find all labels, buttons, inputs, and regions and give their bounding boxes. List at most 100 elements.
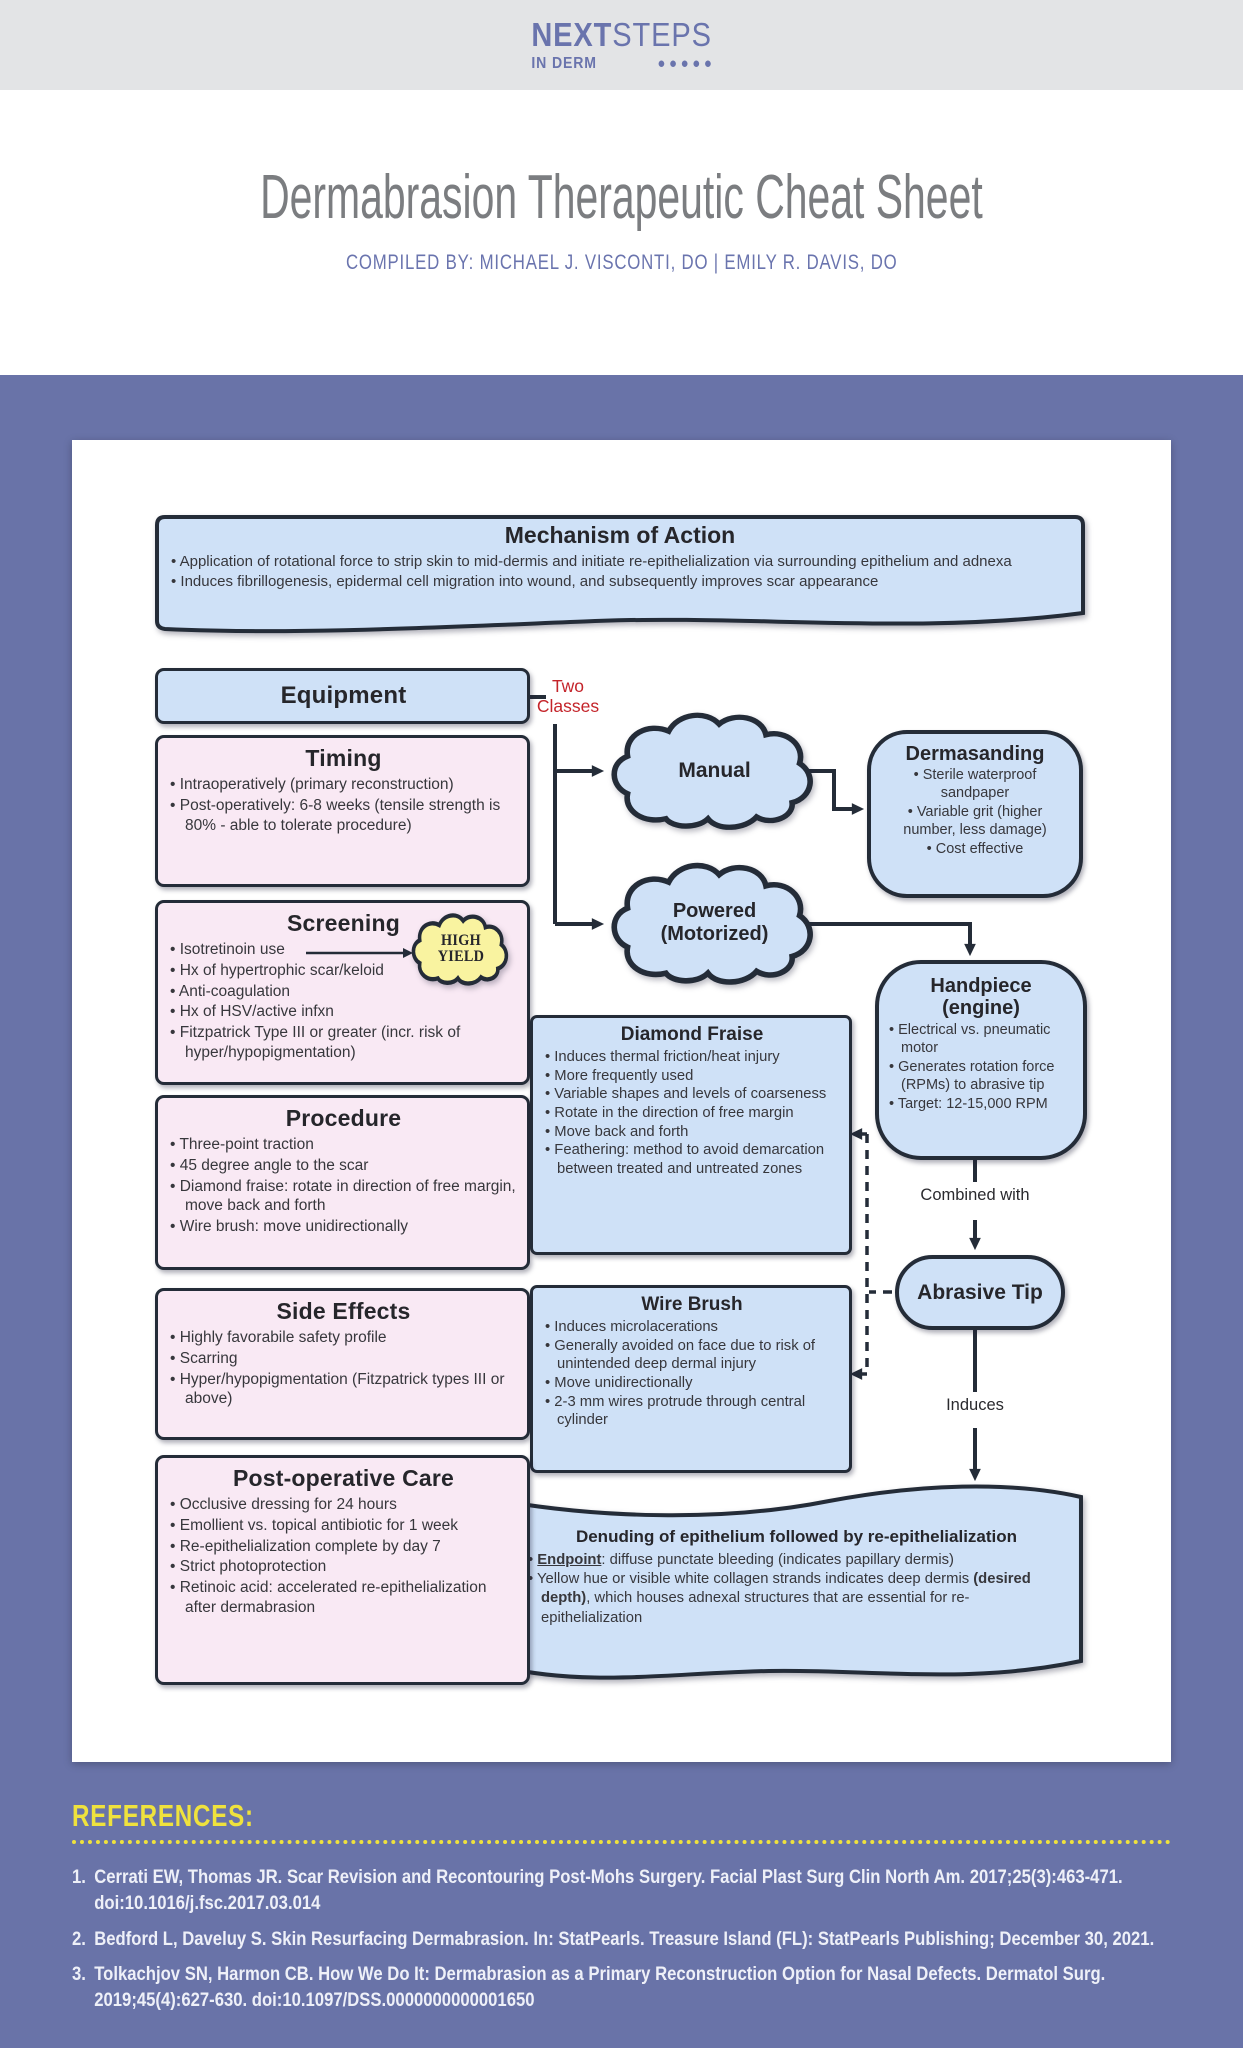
- diamond-fraise-title: Diamond Fraise: [620, 1024, 764, 1045]
- abrasive-tip-box: Abrasive Tip: [895, 1255, 1065, 1330]
- cloud-shape: [611, 712, 813, 830]
- procedure-box: Procedure Three-point traction 45 degree…: [155, 1095, 530, 1270]
- postop-bullets: Occlusive dressing for 24 hours Emollien…: [170, 1495, 517, 1618]
- bullet-item: Fitzpatrick Type III or greater (incr. r…: [170, 1023, 517, 1063]
- bullet-item: Hx of HSV/active infxn: [170, 1002, 517, 1022]
- reference-item: 3. Tolkachjov SN, Harmon CB. How We Do I…: [72, 1962, 1106, 2012]
- denuding-box: Denuding of epithelium followed by re-ep…: [498, 1475, 1085, 1690]
- page-title: Dermabrasion Therapeutic Cheat Sheet: [260, 163, 983, 232]
- timing-title: Timing: [305, 745, 382, 771]
- mechanism-bullets: Application of rotational force to strip…: [171, 552, 1069, 591]
- logo-text-steps: STEPS: [612, 15, 712, 53]
- nextsteps-logo: NEXTSTEPS IN DERM ● ● ● ● ●: [531, 18, 712, 73]
- bullet-item: Cost effective: [881, 841, 1069, 859]
- procedure-title: Procedure: [285, 1105, 402, 1131]
- bullet-item: Target: 12-15,000 RPM: [889, 1096, 1073, 1114]
- byline: COMPILED BY: MICHAEL J. VISCONTI, DO | E…: [0, 251, 1243, 275]
- bullet-item: Rotate in the direction of free margin: [545, 1104, 839, 1123]
- wire-brush-box: Wire Brush Induces microlacerations Gene…: [530, 1285, 852, 1473]
- powered-cloud: Powered (Motorized): [607, 858, 822, 988]
- dermasanding-title: Dermasanding: [905, 743, 1045, 765]
- equipment-title: Equipment: [280, 682, 407, 709]
- diagram-panel: Mechanism of Action Application of rotat…: [72, 440, 1171, 1762]
- cloud-shape: [411, 913, 509, 986]
- bullet-item: Three-point traction: [170, 1135, 517, 1155]
- bullet-item: Application of rotational force to strip…: [171, 552, 1069, 572]
- manual-cloud: Manual: [607, 708, 822, 833]
- cloud-shape: [611, 862, 813, 985]
- side-effects-title: Side Effects: [276, 1298, 411, 1324]
- bullet-item: Induces fibrillogenesis, epidermal cell …: [171, 572, 1069, 592]
- manual-label: Manual: [678, 758, 751, 782]
- procedure-bullets: Three-point traction 45 degree angle to …: [170, 1135, 517, 1237]
- bullet-item: Isotretinoin use: [170, 940, 517, 960]
- bullet-item: Variable shapes and levels of coarseness: [545, 1085, 839, 1104]
- postop-care-box: Post-operative Care Occlusive dressing f…: [155, 1455, 530, 1685]
- bullet-item: Hyper/hypopigmentation (Fitzpatrick type…: [170, 1370, 517, 1410]
- title-block: Dermabrasion Therapeutic Cheat Sheet COM…: [0, 90, 1243, 375]
- bullet-item: Intraoperatively (primary reconstruction…: [170, 775, 517, 795]
- high-yield-cloud: HIGH YIELD: [410, 911, 512, 987]
- bullet-item: More frequently used: [545, 1067, 839, 1086]
- bullet-item: Move unidirectionally: [545, 1374, 839, 1393]
- logo-subrow: IN DERM ● ● ● ● ●: [531, 55, 712, 73]
- logo-dots-icon: ● ● ● ● ●: [657, 55, 712, 72]
- logo-wordmark: NEXTSTEPS: [531, 18, 712, 51]
- side-effects-bullets: Highly favorabile safety profile Scarrin…: [170, 1328, 517, 1409]
- bullet-item: Electrical vs. pneumatic motor: [889, 1022, 1073, 1058]
- equipment-box: Equipment: [155, 668, 530, 724]
- bullet-item: Occlusive dressing for 24 hours: [170, 1495, 517, 1515]
- wire-brush-title: Wire Brush: [641, 1294, 743, 1315]
- handpiece-box: Handpiece (engine) Electrical vs. pneuma…: [875, 960, 1087, 1160]
- bullet-item: Feathering: method to avoid demarcation …: [545, 1141, 839, 1178]
- screening-bullets: Isotretinoin use Hx of hypertrophic scar…: [170, 940, 517, 1063]
- references-heading: REFERENCES:: [72, 1798, 254, 1833]
- bullet-item: Hx of hypertrophic scar/keloid: [170, 961, 517, 981]
- wire-brush-bullets: Induces microlacerations Generally avoid…: [545, 1318, 839, 1430]
- bullet-item: Move back and forth: [545, 1123, 839, 1142]
- isotretinoin-highyield-arrow: [306, 948, 413, 958]
- reference-item: 1. Cerrati EW, Thomas JR. Scar Revision …: [72, 1866, 1123, 1915]
- bullet-item: Re-epithelialization complete by day 7: [170, 1537, 517, 1557]
- bullet-item: Anti-coagulation: [170, 982, 517, 1002]
- screening-title: Screening: [286, 910, 400, 936]
- bullet-item: Retinoic acid: accelerated re-epithelial…: [170, 1578, 517, 1618]
- top-banner: NEXTSTEPS IN DERM ● ● ● ● ●: [0, 0, 1243, 90]
- combined-with-label: Combined with: [920, 1186, 1030, 1204]
- timing-bullets: Intraoperatively (primary reconstruction…: [170, 775, 517, 835]
- byline-text: COMPILED BY: MICHAEL J. VISCONTI, DO | E…: [345, 251, 898, 274]
- bullet-item: Scarring: [170, 1349, 517, 1369]
- bullet-item: Endpoint: diffuse punctate bleeding (ind…: [528, 1551, 1065, 1570]
- bullet-item: Wire brush: move unidirectionally: [170, 1217, 517, 1237]
- bullet-item: Sterile waterproof sandpaper: [881, 767, 1069, 803]
- induces-label: Induces: [946, 1396, 1004, 1414]
- diamond-fraise-bullets: Induces thermal friction/heat injury Mor…: [545, 1048, 839, 1178]
- bullet-item: Yellow hue or visible white collagen str…: [528, 1570, 1065, 1628]
- screening-box: Screening Isotretinoin use Hx of hypertr…: [155, 900, 530, 1085]
- timing-box: Timing Intraoperatively (primary reconst…: [155, 735, 530, 887]
- bullet-item: 45 degree angle to the scar: [170, 1156, 517, 1176]
- logo-tagline: IN DERM: [531, 54, 597, 72]
- handpiece-bullets: Electrical vs. pneumatic motor Generates…: [889, 1022, 1073, 1114]
- bullet-item: Highly favorabile safety profile: [170, 1328, 517, 1348]
- purple-section: Mechanism of Action Application of rotat…: [0, 375, 1243, 2048]
- dermasanding-bullets: Sterile waterproof sandpaper Variable gr…: [881, 767, 1069, 859]
- denuding-bullets: Endpoint: diffuse punctate bleeding (ind…: [528, 1551, 1065, 1628]
- bullet-item: Generally avoided on face due to risk of…: [545, 1337, 839, 1374]
- bullet-item: Strict photoprotection: [170, 1557, 517, 1577]
- powered-label: Powered (Motorized): [660, 900, 769, 945]
- bullet-item: Induces thermal friction/heat injury: [545, 1048, 839, 1067]
- references-divider: [72, 1840, 1171, 1844]
- bullet-item: Emollient vs. topical antibiotic for 1 w…: [170, 1516, 517, 1536]
- references-list: 1. Cerrati EW, Thomas JR. Scar Revision …: [72, 1864, 1171, 2014]
- bullet-item: Diamond fraise: rotate in direction of f…: [170, 1177, 517, 1217]
- denuding-title: Denuding of epithelium followed by re-ep…: [575, 1527, 1018, 1546]
- bullet-item: Induces microlacerations: [545, 1318, 839, 1337]
- bullet-item: Post-operatively: 6-8 weeks (tensile str…: [170, 796, 517, 836]
- high-yield-label: HIGH YIELD: [437, 931, 485, 965]
- bullet-item: Variable grit (higher number, less damag…: [881, 804, 1069, 840]
- handpiece-title: Handpiece (engine): [930, 975, 1032, 1020]
- abrasive-tip-label: Abrasive Tip: [917, 1280, 1043, 1304]
- diamond-fraise-box: Diamond Fraise Induces thermal friction/…: [530, 1015, 852, 1255]
